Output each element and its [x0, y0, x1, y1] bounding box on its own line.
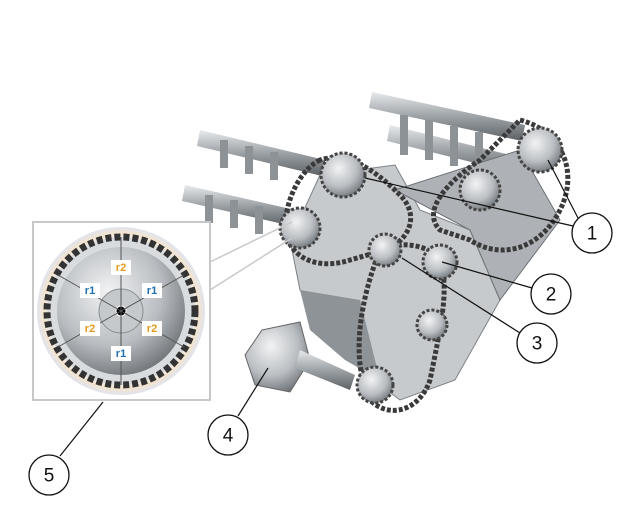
- callout-4: 4: [207, 414, 249, 456]
- callout-1: 1: [571, 212, 613, 254]
- leader-lines: [59, 159, 579, 457]
- svg-text:1: 1: [587, 224, 598, 245]
- svg-text:2: 2: [546, 285, 557, 306]
- svg-text:3: 3: [532, 334, 543, 355]
- callout-5: 5: [28, 454, 70, 496]
- svg-text:5: 5: [44, 466, 55, 487]
- label-r2-lower-left: r2: [85, 323, 95, 335]
- oil-pump: [244, 321, 355, 393]
- label-r2-lower-right: r2: [147, 323, 157, 335]
- label-r2-top: r2: [116, 262, 126, 274]
- label-r1-bottom: r1: [116, 348, 126, 360]
- svg-text:4: 4: [223, 426, 234, 447]
- sprockets: [278, 126, 564, 405]
- engine-assembly: [182, 92, 571, 413]
- label-r1-upper-left: r1: [85, 285, 95, 297]
- label-r1-upper-right: r1: [147, 285, 157, 297]
- callout-2: 2: [530, 273, 572, 315]
- inset-labels: r2 r1 r1 r2 r2 r1: [80, 260, 162, 361]
- callout-3: 3: [516, 322, 558, 364]
- sprocket-inset: r2 r1 r1 r2 r2 r1: [32, 221, 293, 401]
